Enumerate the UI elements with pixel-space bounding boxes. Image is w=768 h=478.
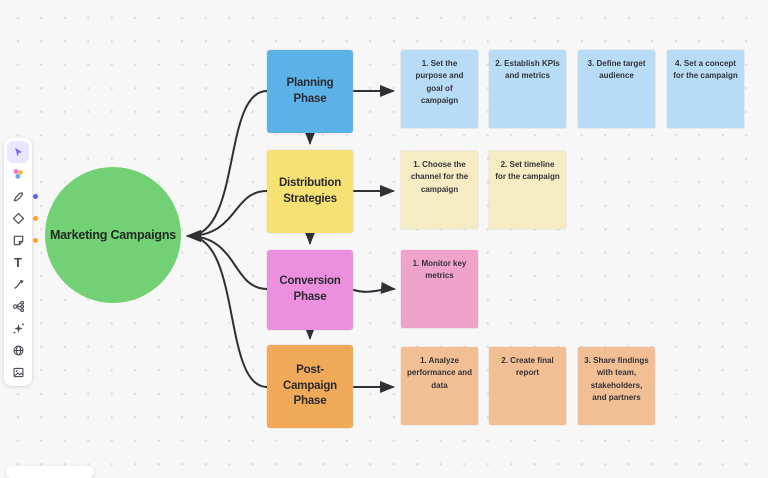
select-tool[interactable] — [7, 141, 29, 163]
branch-planning-phase[interactable]: Planning Phase — [267, 50, 353, 133]
root-node-label: Marketing Campaigns — [49, 228, 177, 242]
sticky-note[interactable]: 3. Define target audience — [578, 50, 655, 128]
branch-distribution-strategies[interactable]: Distribution Strategies — [267, 150, 353, 233]
connector-icon — [12, 278, 25, 291]
sticky-note[interactable]: 2. Set timeline for the campaign — [489, 151, 566, 229]
templates-tool[interactable] — [7, 163, 29, 185]
cursor-icon — [12, 146, 25, 159]
diamond-shape-icon — [12, 212, 25, 225]
text-tool[interactable]: T — [7, 251, 29, 273]
sticky-note[interactable]: 1. Set the purpose and goal of campaign — [401, 50, 478, 128]
shape-color-indicator — [33, 215, 38, 221]
branch-label: Post-Campaign Phase — [283, 364, 337, 408]
globe-icon — [12, 344, 25, 357]
branch-label: Conversion Phase — [279, 275, 341, 303]
text-icon: T — [14, 254, 22, 270]
branch-label: Planning Phase — [286, 76, 334, 105]
pen-tool[interactable] — [7, 185, 38, 207]
effects-tool[interactable] — [7, 317, 29, 339]
pen-color-indicator — [33, 193, 38, 199]
image-tool[interactable] — [7, 361, 29, 383]
sticky-note-tool[interactable] — [7, 229, 38, 251]
branch-post-campaign-phase[interactable]: Post-Campaign Phase — [267, 345, 353, 428]
mind-map-tool[interactable] — [7, 295, 29, 317]
connector-tool[interactable] — [7, 273, 29, 295]
image-icon — [12, 366, 25, 379]
sticky-note[interactable]: 4. Set a concept for the campaign — [667, 50, 744, 128]
sticky-note[interactable]: 3. Share findings with team, stakeholder… — [578, 347, 655, 425]
sticky-note[interactable]: 1. Choose the channel for the campaign — [401, 151, 478, 229]
sticky-note[interactable]: 2. Create final report — [489, 347, 566, 425]
mind-map-icon — [12, 300, 25, 313]
branch-conversion-phase[interactable]: Conversion Phase — [267, 250, 353, 330]
tool-palette: T — [4, 138, 38, 386]
sticky-note-icon — [12, 234, 25, 247]
embed-tool[interactable] — [7, 339, 29, 361]
sticky-note[interactable]: 1. Monitor key metrics — [401, 250, 478, 328]
sticky-color-indicator — [33, 237, 38, 243]
branch-label: Distribution Strategies — [278, 176, 342, 205]
root-node-marketing-campaigns[interactable]: Marketing Campaigns — [45, 167, 181, 303]
sticky-note[interactable]: 2. Establish KPIs and metrics — [489, 50, 566, 128]
templates-icon — [11, 167, 25, 181]
pen-icon — [12, 190, 25, 203]
sticky-note[interactable]: 1. Analyze performance and data — [401, 347, 478, 425]
shapes-tool[interactable] — [7, 207, 38, 229]
bottom-toolbar-partial[interactable] — [6, 466, 94, 478]
sparkle-icon — [12, 322, 25, 335]
